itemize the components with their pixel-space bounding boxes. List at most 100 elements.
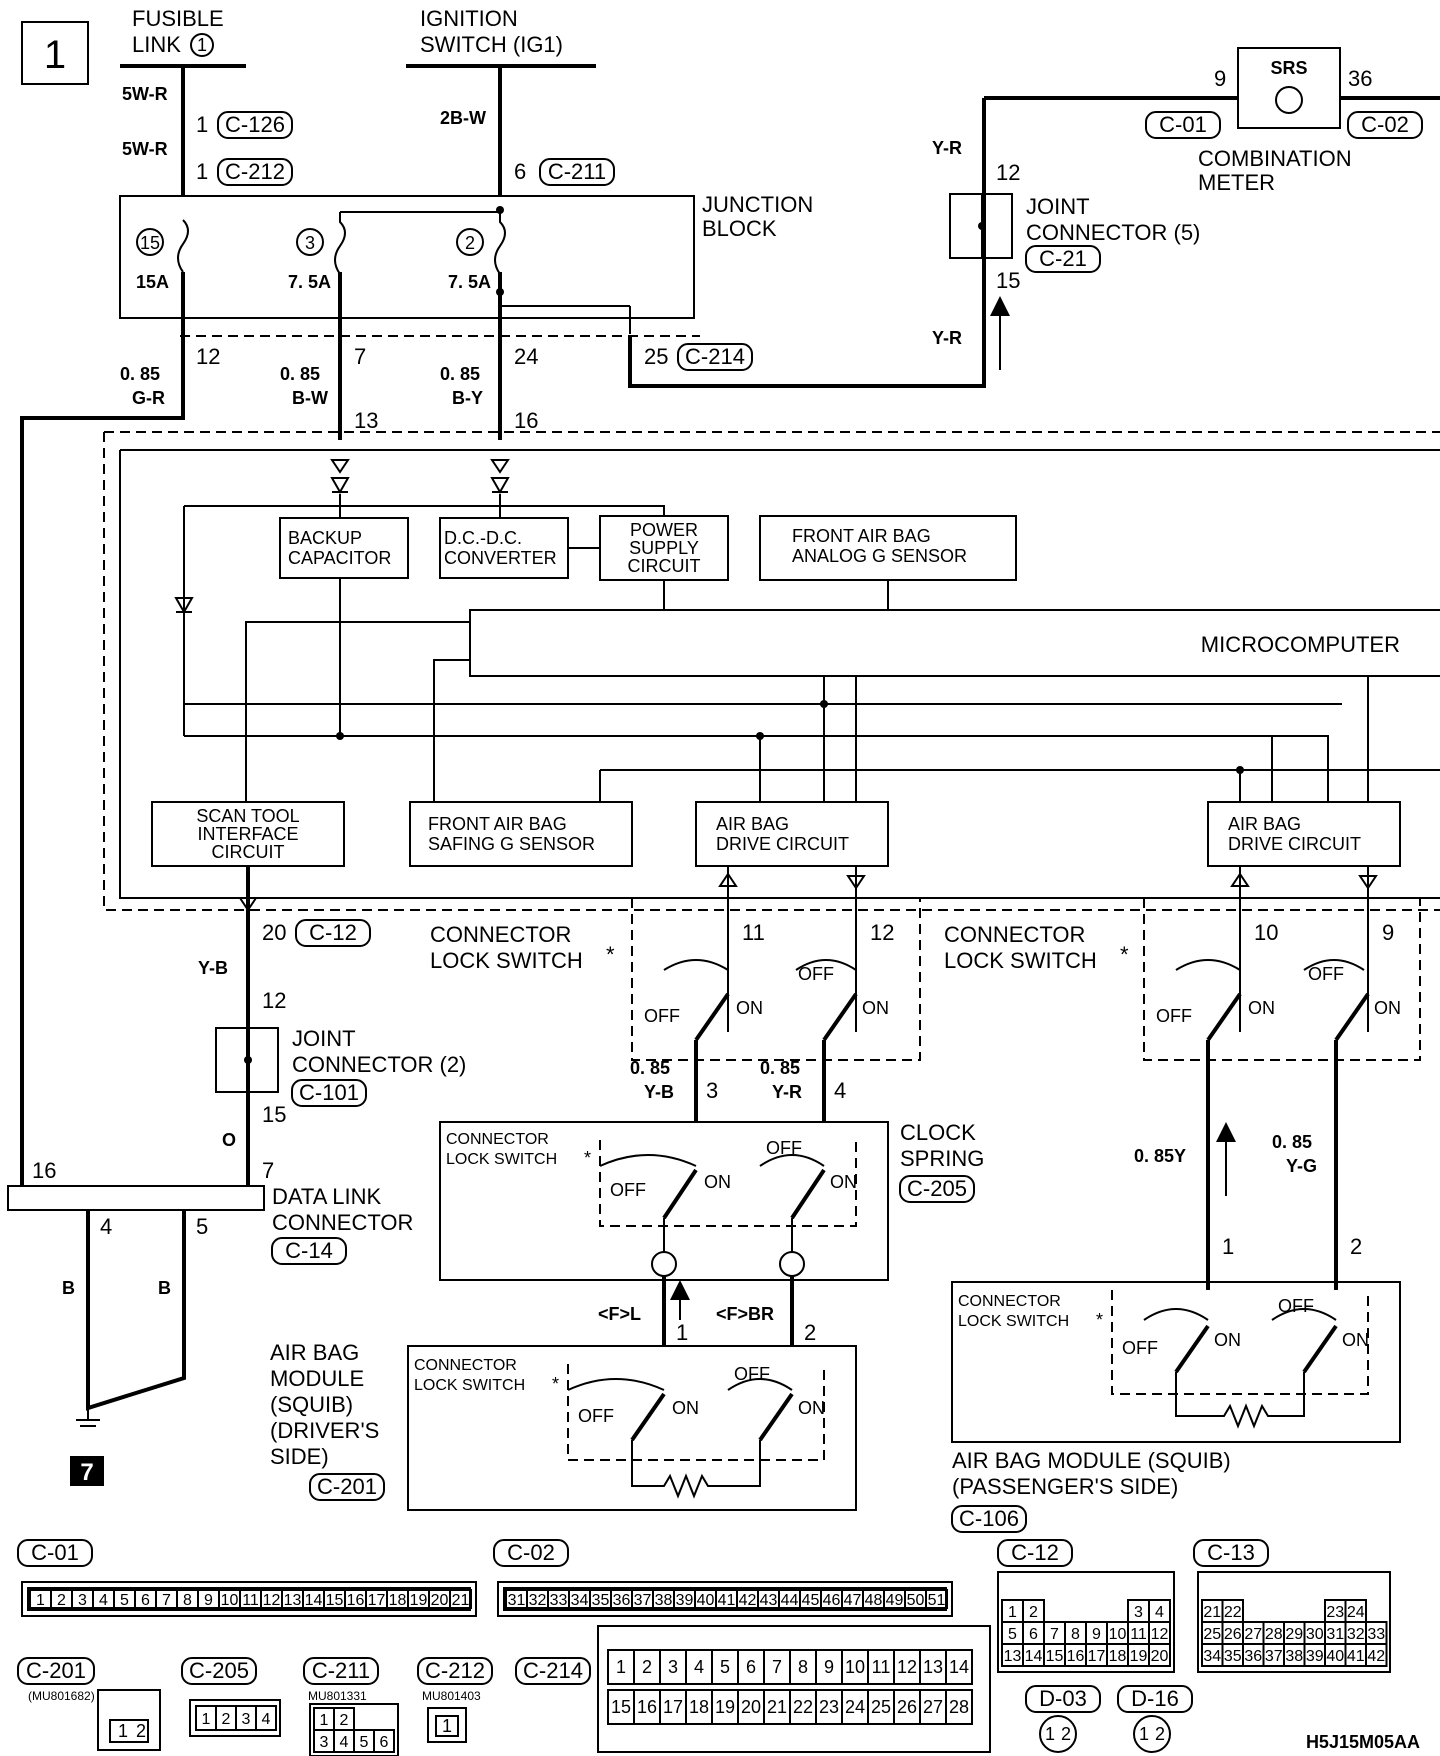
- pin-number: 1: [616, 1657, 626, 1677]
- pin-number: 3: [78, 1592, 87, 1609]
- pin-number: 38: [1285, 1648, 1303, 1665]
- pin-12-c214: 12: [196, 344, 220, 369]
- pin-number: 17: [1088, 1648, 1106, 1665]
- svg-text:C-01: C-01: [1159, 112, 1207, 137]
- svg-text:5: 5: [196, 1214, 208, 1239]
- svg-text:1: 1: [676, 1320, 688, 1345]
- svg-text:C-02: C-02: [507, 1540, 555, 1565]
- svg-text:4: 4: [100, 1214, 112, 1239]
- svg-text:C-14: C-14: [285, 1238, 333, 1263]
- pin-2-passenger: 2: [1350, 1234, 1362, 1259]
- pin-number: 18: [1109, 1648, 1127, 1665]
- pin-number: 7: [772, 1657, 782, 1677]
- svg-text:C-02: C-02: [1361, 112, 1409, 137]
- pin-number: 8: [798, 1657, 808, 1677]
- svg-text:AIR BAG: AIR BAG: [1228, 814, 1301, 834]
- pin-number: 48: [865, 1592, 883, 1609]
- pin-number: 20: [1151, 1648, 1169, 1665]
- power-supply-block: POWER SUPPLY CIRCUIT: [599, 515, 729, 581]
- svg-text:15: 15: [996, 268, 1020, 293]
- safing-g-sensor-block: FRONT AIR BAG SAFING G SENSOR: [409, 801, 633, 867]
- svg-text:SIDE): SIDE): [270, 1444, 329, 1469]
- svg-text:IGNITION: IGNITION: [420, 6, 518, 31]
- svg-text:Y-B: Y-B: [644, 1082, 674, 1102]
- pin-number: 49: [886, 1592, 904, 1609]
- pin-number: 36: [1244, 1648, 1262, 1665]
- ground-ref-box: [70, 1456, 104, 1486]
- pin-number: 3: [1134, 1604, 1143, 1621]
- svg-text:ON: ON: [798, 1398, 825, 1418]
- pin-20-c12: 20: [262, 920, 286, 945]
- svg-text:LOCK SWITCH: LOCK SWITCH: [958, 1313, 1069, 1330]
- svg-text:15A: 15A: [136, 272, 169, 292]
- diagram-code: H5J15M05AA: [1306, 1732, 1420, 1752]
- svg-text:D.C.-D.C.: D.C.-D.C.: [444, 528, 522, 548]
- analog-g-sensor-block: FRONT AIR BAG ANALOG G SENSOR: [759, 515, 1017, 581]
- pin-number: 20: [741, 1697, 761, 1717]
- svg-text:<F>BR: <F>BR: [716, 1304, 774, 1324]
- pin-number: 3: [668, 1657, 678, 1677]
- svg-text:ANALOG G SENSOR: ANALOG G SENSOR: [792, 546, 967, 566]
- pin-number: 37: [634, 1592, 652, 1609]
- svg-text:C-201: C-201: [317, 1474, 377, 1499]
- svg-text:JOINT: JOINT: [292, 1026, 356, 1051]
- pin-cell: [373, 1729, 395, 1753]
- svg-text:ON: ON: [704, 1172, 731, 1192]
- svg-text:OFF: OFF: [578, 1406, 614, 1426]
- svg-text:15: 15: [140, 233, 160, 253]
- svg-text:LOCK SWITCH: LOCK SWITCH: [446, 1151, 557, 1168]
- svg-text:C-214: C-214: [523, 1658, 583, 1683]
- pin-1-c212: 1: [196, 159, 208, 184]
- pin-number: 39: [1306, 1648, 1324, 1665]
- svg-text:4: 4: [834, 1078, 846, 1103]
- wire-size-b-w: 0. 85: [280, 364, 320, 384]
- pin-number: 10: [1109, 1626, 1127, 1643]
- svg-text:MODULE: MODULE: [270, 1366, 364, 1391]
- pin-number: 35: [1224, 1648, 1242, 1665]
- svg-text:*: *: [552, 1374, 559, 1394]
- svg-text:ON: ON: [862, 998, 889, 1018]
- svg-text:Y-B: Y-B: [198, 958, 228, 978]
- svg-text:0. 85: 0. 85: [760, 1058, 800, 1078]
- pin-number: 3: [242, 1711, 251, 1728]
- connector-tag-c211: [539, 158, 615, 186]
- pin-number: 44: [781, 1592, 799, 1609]
- pin-number: 15: [1046, 1648, 1064, 1665]
- svg-text:7: 7: [80, 1459, 93, 1486]
- svg-text:CONNECTOR: CONNECTOR: [446, 1131, 549, 1148]
- svg-text:CONNECTOR: CONNECTOR: [272, 1210, 413, 1235]
- pin-number: 2: [642, 1657, 652, 1677]
- svg-text:7. 5A: 7. 5A: [288, 272, 331, 292]
- svg-text:CONNECTOR (5): CONNECTOR (5): [1026, 220, 1200, 245]
- pin-number: 22: [793, 1697, 813, 1717]
- pin-11: 11: [742, 920, 765, 945]
- svg-text:OFF: OFF: [734, 1364, 770, 1384]
- svg-text:36: 36: [1348, 66, 1372, 91]
- svg-text:OFF: OFF: [1278, 1296, 1314, 1316]
- svg-text:(PASSENGER'S SIDE): (PASSENGER'S SIDE): [952, 1474, 1178, 1499]
- pin-number: 21: [1203, 1604, 1221, 1621]
- pin-number: 9: [204, 1592, 213, 1609]
- svg-text:7. 5A: 7. 5A: [448, 272, 491, 292]
- svg-text:ON: ON: [1342, 1330, 1369, 1350]
- svg-text:C-12: C-12: [1011, 1540, 1059, 1565]
- pin-number: 13: [923, 1657, 943, 1677]
- pin-number: 24: [1347, 1604, 1365, 1621]
- svg-text:CLOCK: CLOCK: [900, 1120, 976, 1145]
- pin-number: 46: [823, 1592, 841, 1609]
- pin-number: 37: [1265, 1648, 1283, 1665]
- fusible-link: FUSIBLE LINK 1: [120, 6, 246, 68]
- pin-9: 9: [1382, 920, 1394, 945]
- pin-number: 4: [262, 1711, 271, 1728]
- scan-tool-interface-block: SCAN TOOL INTERFACE CIRCUIT: [151, 801, 345, 867]
- svg-text:C-13: C-13: [1207, 1540, 1255, 1565]
- svg-text:C-205: C-205: [907, 1176, 967, 1201]
- svg-text:MU801331: MU801331: [308, 1689, 367, 1703]
- svg-text:C-21: C-21: [1039, 246, 1087, 271]
- wire-g-r: [20, 336, 185, 1186]
- pin-number: 51: [928, 1592, 946, 1609]
- pin-number: 14: [1025, 1648, 1043, 1665]
